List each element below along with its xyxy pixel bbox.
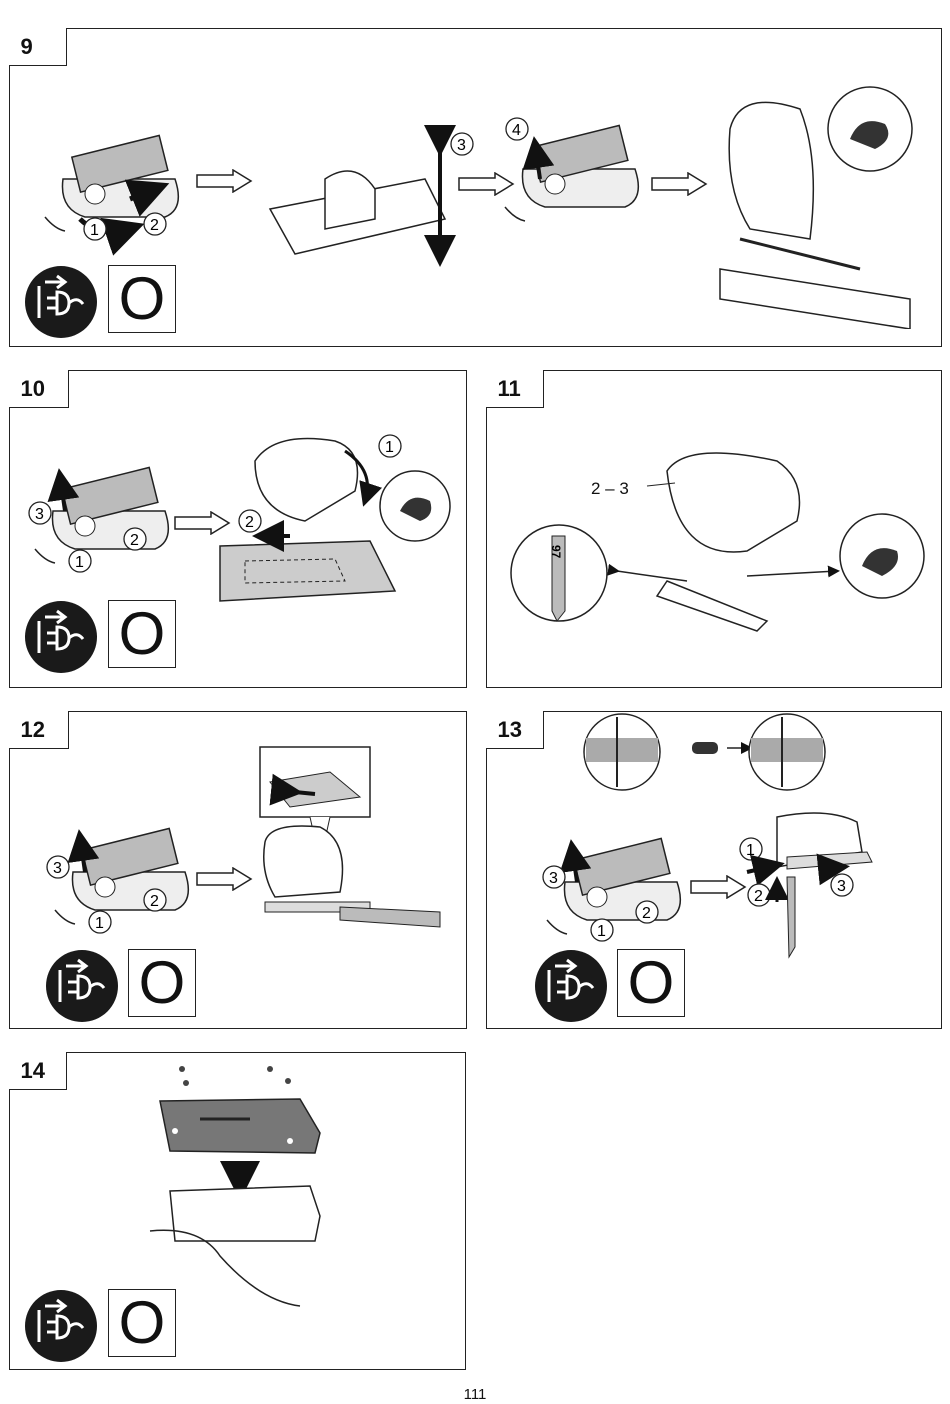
step-3-label: 3 [450,132,474,156]
panel-number: 11 [485,369,544,408]
mode-o-box: O [128,949,196,1017]
illustration-lever-lock: 4 [504,117,640,222]
unplug-icon [25,601,97,673]
mode-o-box: O [108,265,176,333]
unplug-icon [25,1290,97,1362]
illustration-dust-extraction [259,746,441,928]
arrow-right-icon [196,169,253,193]
arrow-right-icon [174,511,231,535]
panel-12: 12 3 1 2 O [8,710,467,1029]
svg-text:3: 3 [35,506,44,523]
svg-text:1: 1 [385,439,394,456]
speed-range-label: 2 – 3 [591,479,629,498]
blade-code: 97 [549,545,563,559]
panel-11: 11 97 2 – 3 [485,369,942,688]
illustration-blade-release: 3 1 2 [542,837,682,942]
arrow-right-icon [458,172,515,196]
svg-text:3: 3 [549,870,558,887]
panel-number: 9 [8,27,67,66]
panel-number: 10 [8,369,69,408]
unplug-icon [535,950,607,1022]
illustration-blade-release: 3 1 2 [28,466,170,573]
mode-o-box: O [108,600,176,668]
panel-13: 13 3 1 2 1 2 3 O [485,710,942,1029]
panel-number: 13 [485,710,544,749]
illustration-cutting [719,86,913,329]
panel-10: 10 3 1 2 1 2 O [8,369,467,688]
step-2: 2 [150,217,159,234]
unplug-icon [25,266,97,338]
illustration-blade-release: 1 2 [44,134,180,256]
mode-o-box: O [617,949,685,1017]
illustration-shoe-tilt [268,125,456,267]
svg-text:3: 3 [457,137,466,154]
panel-number: 12 [8,710,69,749]
svg-text:2: 2 [642,905,651,922]
page-number: 111 [463,1386,487,1403]
arrow-right-icon [196,867,253,891]
step-1: 1 [90,222,99,239]
svg-text:1: 1 [75,554,84,571]
svg-text:1: 1 [95,915,104,932]
arrow-right-icon [690,875,747,899]
illustration-plunge-cut: 1 2 [219,434,451,602]
panel-9: 9 1 2 3 4 O [8,27,942,347]
svg-text:4: 4 [512,122,521,139]
svg-text:3: 3 [53,860,62,877]
panel-number: 14 [8,1051,67,1090]
panel-14: 14 O [8,1051,466,1370]
svg-text:2: 2 [754,888,763,905]
svg-text:2: 2 [130,532,139,549]
svg-text:3: 3 [837,878,846,895]
illustration-blade-selection: 97 [510,452,925,632]
svg-text:2: 2 [245,514,254,531]
svg-text:1: 1 [597,923,606,940]
illustration-base-plate [149,1066,321,1307]
arrow-right-icon [651,172,708,196]
mode-o-box: O [108,1289,176,1357]
illustration-splinter-guard [583,713,826,791]
illustration-insert-blade: 1 2 3 [739,812,873,959]
unplug-icon [46,950,118,1022]
svg-text:1: 1 [746,842,755,859]
svg-text:2: 2 [150,893,159,910]
illustration-blade-release: 3 1 2 [46,827,190,934]
